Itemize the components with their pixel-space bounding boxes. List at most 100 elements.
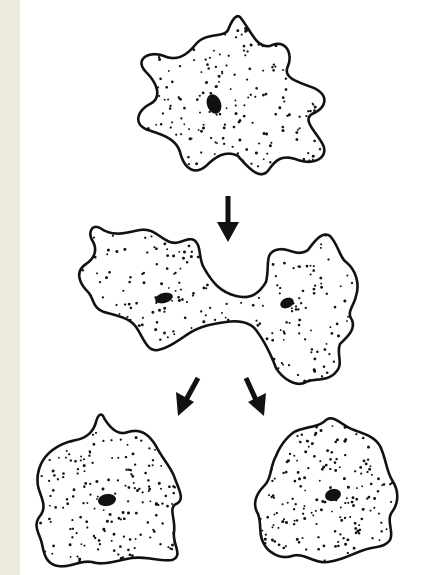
granule — [259, 549, 262, 552]
granule — [361, 485, 363, 487]
granule — [122, 290, 124, 292]
granule — [278, 544, 281, 547]
granule — [179, 268, 181, 270]
granule — [313, 265, 315, 267]
granule — [158, 424, 160, 426]
granule — [127, 500, 129, 502]
granule — [49, 459, 51, 461]
granule — [302, 290, 305, 293]
granule — [168, 485, 171, 488]
granule — [95, 432, 97, 434]
granule — [202, 245, 204, 247]
granule — [316, 350, 319, 353]
granule — [356, 487, 358, 489]
granule — [358, 524, 360, 526]
granule — [169, 107, 172, 110]
granule — [232, 274, 235, 277]
granule — [375, 560, 377, 562]
granule — [170, 126, 172, 128]
granule — [304, 505, 306, 507]
granule — [377, 477, 380, 480]
granule — [311, 512, 313, 514]
granule — [166, 156, 168, 158]
granule — [215, 85, 218, 88]
granule — [271, 496, 273, 498]
daughter-amoeba-left-outline — [37, 415, 181, 567]
granule — [198, 129, 200, 131]
granule — [183, 123, 185, 125]
granule — [180, 133, 182, 135]
granule — [144, 237, 146, 239]
granule — [125, 468, 127, 470]
granule — [77, 472, 79, 474]
granule — [257, 165, 259, 167]
granule — [188, 245, 191, 248]
granule — [302, 537, 304, 539]
granule — [317, 548, 320, 551]
granule — [135, 302, 138, 305]
granule — [72, 495, 75, 498]
granule — [70, 433, 73, 436]
granule — [354, 527, 357, 530]
granule — [277, 527, 279, 529]
granule — [77, 418, 80, 421]
parent-amoeba-outline — [138, 16, 324, 174]
granule — [394, 532, 396, 534]
granule — [62, 507, 64, 509]
granule — [147, 479, 150, 482]
granule — [170, 417, 172, 419]
granule — [116, 364, 119, 367]
granule — [371, 537, 373, 539]
granule — [390, 501, 392, 503]
granule — [283, 339, 285, 341]
granule — [112, 235, 114, 237]
granule — [265, 244, 268, 247]
granule — [201, 343, 203, 345]
granule — [311, 442, 314, 445]
granule — [124, 380, 126, 382]
granule — [94, 508, 96, 510]
granule — [315, 510, 317, 512]
granule — [158, 56, 160, 58]
granule — [124, 485, 126, 487]
granule — [247, 371, 250, 374]
granule — [112, 335, 115, 338]
granule — [175, 134, 177, 136]
granule — [64, 430, 67, 433]
granule — [308, 21, 311, 24]
granule — [154, 48, 156, 50]
granule — [155, 503, 158, 506]
granule — [346, 538, 349, 541]
granule — [221, 312, 223, 314]
granule — [172, 254, 175, 257]
granule — [336, 438, 339, 441]
granule — [166, 248, 168, 250]
granule — [219, 113, 222, 116]
granule — [213, 50, 215, 52]
granule — [307, 110, 309, 112]
granule — [274, 66, 276, 68]
granule — [57, 442, 59, 444]
granule — [269, 372, 271, 374]
granule — [343, 357, 345, 359]
granule — [337, 545, 340, 548]
granule — [276, 512, 278, 514]
granule — [298, 477, 301, 480]
granule — [284, 561, 286, 563]
granule — [375, 554, 377, 556]
granule — [201, 345, 203, 347]
granule — [226, 262, 229, 265]
granule — [374, 431, 377, 434]
granule — [89, 450, 91, 452]
granule — [180, 364, 182, 366]
granule — [43, 429, 45, 431]
granule — [271, 339, 274, 342]
granule — [188, 229, 191, 232]
granule — [287, 502, 289, 504]
granule — [326, 449, 329, 452]
granule — [166, 267, 169, 270]
granule — [318, 228, 320, 230]
granule — [174, 459, 177, 462]
granule — [329, 486, 332, 489]
granule — [185, 227, 188, 230]
